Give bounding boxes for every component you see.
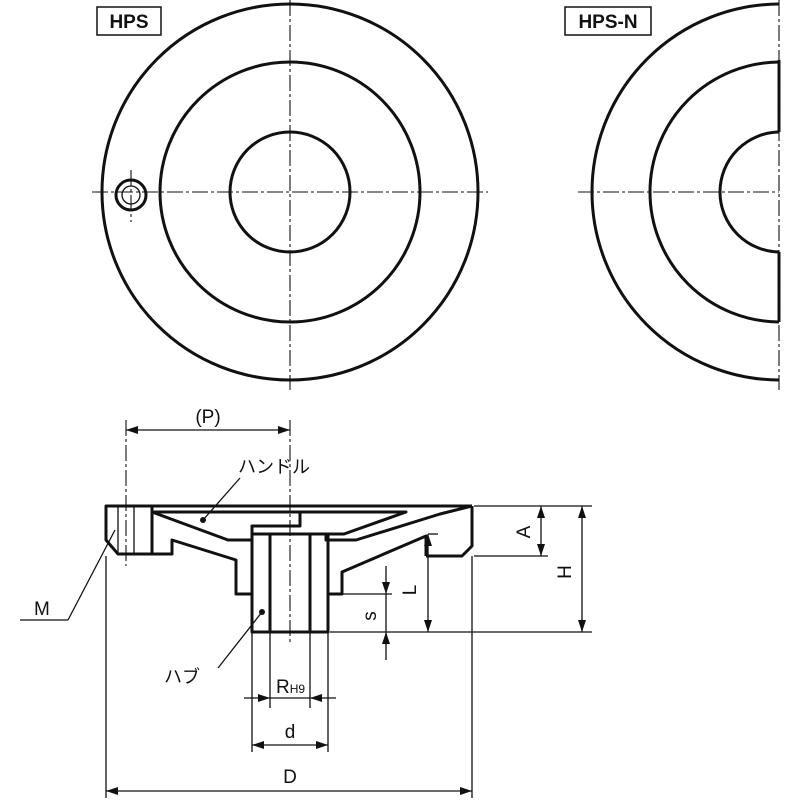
s-arrow-bottom (382, 632, 390, 644)
s-arrow-top (382, 582, 390, 594)
l-arrow-top (424, 534, 432, 546)
hub-leader-dot (259, 609, 265, 615)
a-dim-label: A (514, 525, 535, 538)
hps-label-box (96, 6, 162, 36)
p-arrow-right (278, 426, 290, 434)
hps-n-bore-circle (718, 130, 779, 254)
l-dim-label: L (400, 585, 421, 596)
d-dim-label: d (285, 722, 296, 743)
hps-label: HPS (109, 12, 148, 33)
p-arrow-left (126, 426, 138, 434)
hps-n-label: HPS-N (578, 12, 637, 33)
dd-dim-label: D (283, 767, 297, 788)
dd-arrow-right (460, 787, 472, 795)
d-arrow-left (252, 741, 264, 749)
hub-leader (217, 611, 263, 669)
hps-n-label-box (564, 6, 652, 36)
m-leader-diagonal (67, 529, 116, 621)
right-web-outline (300, 504, 473, 542)
side-section-view: (P) ハンドル M ハブ A H L (20, 407, 592, 798)
handle-leader-dot (200, 517, 206, 523)
a-arrow-top (537, 506, 545, 518)
hps-n-top-view: HPS-N (564, 0, 781, 390)
r-dim-label: RH9 (276, 677, 305, 698)
left-web-outline (150, 510, 302, 542)
d-arrow-right (316, 741, 328, 749)
l-arrow-bottom (424, 620, 432, 632)
r-arrow-right (310, 694, 322, 702)
m-label: M (34, 599, 50, 620)
dd-arrow-left (106, 787, 118, 795)
r-dim-base: R (276, 677, 290, 698)
s-dim-label: s (360, 611, 381, 621)
h-dim-label: H (555, 565, 576, 579)
left-lower-web (152, 538, 254, 632)
h-arrow-top (578, 506, 586, 518)
a-arrow-bottom (537, 544, 545, 556)
handle-leader (202, 477, 241, 521)
r-arrow-left (258, 694, 270, 702)
p-dim-label: (P) (195, 407, 220, 428)
r-dim-tolerance: H9 (290, 682, 306, 696)
hub-label: ハブ (164, 666, 200, 688)
h-arrow-bottom (578, 620, 586, 632)
hps-top-view: HPS (92, 0, 488, 390)
rim-left-outline (104, 504, 154, 556)
handle-label: ハンドル (238, 457, 310, 478)
rim-right-outline (426, 506, 474, 558)
